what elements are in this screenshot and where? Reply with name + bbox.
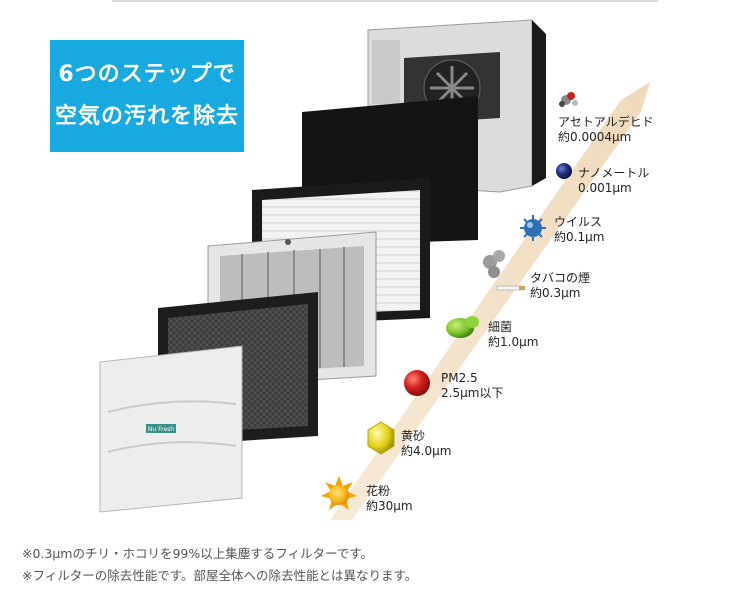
particle-name: 細菌 bbox=[488, 320, 513, 334]
headline-line-2: 空気の汚れを除去 bbox=[54, 104, 239, 129]
particle-label-nanometer: ナノメートル 0.001μm bbox=[578, 166, 649, 196]
particle-label-bacteria: 細菌 約1.0μm bbox=[488, 320, 538, 350]
particle-size: 0.001μm bbox=[578, 181, 632, 195]
yellow-sand-icon bbox=[367, 421, 395, 455]
particle-name: アセトアルデヒド bbox=[558, 115, 654, 129]
particle-label-acetaldehyde: アセトアルデヒド 約0.0004μm bbox=[558, 115, 654, 145]
front-cover-panel: Nu Fresh bbox=[99, 345, 243, 513]
virus-icon bbox=[520, 215, 546, 241]
pm25-sphere-icon bbox=[404, 370, 430, 396]
bacteria-icon bbox=[446, 316, 479, 338]
footnote-1: ※0.3μmのチリ・ホコリを99%以上集塵するフィルターです。 bbox=[22, 546, 374, 561]
particle-size: 約4.0μm bbox=[401, 444, 452, 458]
footnotes: ※0.3μmのチリ・ホコリを99%以上集塵するフィルターです。 ※フィルターの除… bbox=[22, 543, 417, 587]
headline-line-1: 6つのステップで bbox=[58, 62, 236, 87]
footnote-2: ※フィルターの除去性能です。部屋全体への除去性能とは異なります。 bbox=[22, 568, 418, 583]
nanoparticle-sphere-icon bbox=[556, 163, 572, 179]
particle-name: PM2.5 bbox=[441, 371, 478, 385]
particle-name: ナノメートル bbox=[578, 166, 650, 180]
particle-size: 約0.0004μm bbox=[558, 130, 632, 144]
cigarette-smoke-icon bbox=[483, 250, 525, 291]
molecule-icon bbox=[559, 92, 578, 107]
particle-label-pollen: 花粉 約30μm bbox=[366, 484, 413, 514]
particle-size: 約1.0μm bbox=[488, 335, 539, 349]
particle-size: 約30μm bbox=[366, 499, 413, 513]
particle-name: 花粉 bbox=[366, 484, 391, 498]
particle-label-virus: ウイルス 約0.1μm bbox=[554, 215, 604, 245]
particle-name: ウイルス bbox=[554, 215, 603, 229]
particle-size: 約0.3μm bbox=[530, 286, 581, 300]
particle-label-yellow-sand: 黄砂 約4.0μm bbox=[401, 429, 451, 459]
particle-label-pm25: PM2.5 2.5μm以下 bbox=[441, 371, 503, 401]
front-cover-logo: Nu Fresh bbox=[148, 426, 174, 433]
headline-badge: 6つのステップで 空気の汚れを除去 bbox=[50, 40, 244, 152]
particle-size-arrow bbox=[330, 82, 650, 520]
top-divider-line bbox=[112, 0, 658, 2]
particle-label-tobacco-smoke: タバコの煙 約0.3μm bbox=[530, 271, 590, 301]
pollen-icon bbox=[321, 476, 357, 510]
particle-name: 黄砂 bbox=[401, 429, 426, 443]
particle-size: 2.5μm以下 bbox=[441, 386, 504, 400]
particle-name: タバコの煙 bbox=[530, 271, 591, 285]
particle-size: 約0.1μm bbox=[554, 230, 605, 244]
